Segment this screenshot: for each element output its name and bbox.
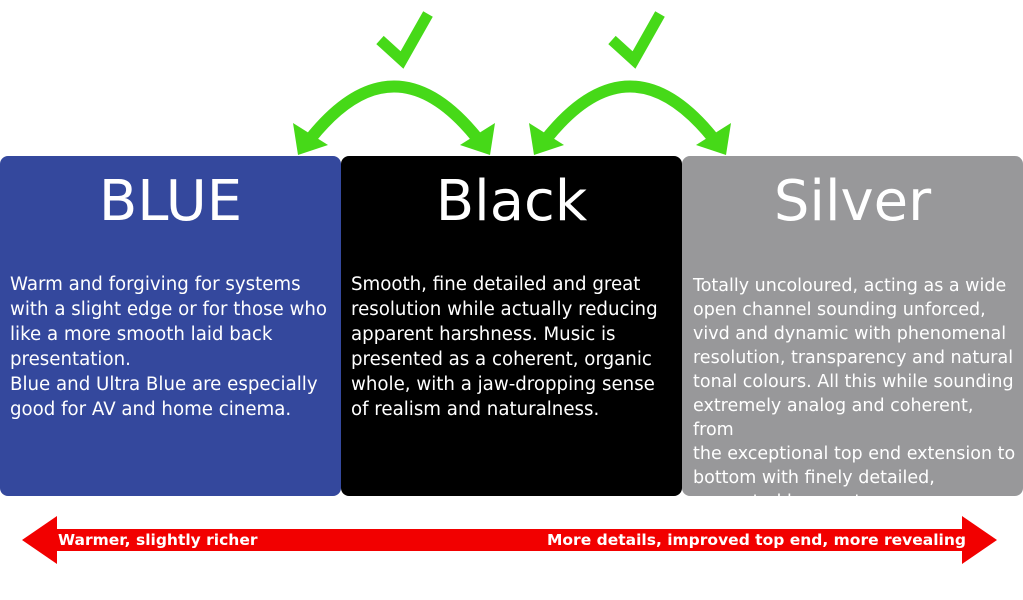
card-blue: BLUE Warm and forgiving for systems with… — [0, 156, 341, 496]
scale-label-warmer: Warmer, slightly richer — [58, 531, 258, 549]
warmth-detail-scale-arrow — [22, 516, 997, 564]
check-icon — [608, 11, 665, 69]
card-description-silver: Totally uncoloured, acting as a wide ope… — [693, 276, 1016, 512]
swap-arrows-diagram — [293, 11, 731, 155]
scale-label-more-details: More details, improved top end, more rev… — [546, 531, 966, 549]
swap-arrow-icon — [293, 80, 495, 155]
card-title-silver: Silver — [773, 169, 932, 234]
card-silver: Silver Totally uncoloured, acting as a w… — [682, 156, 1023, 512]
card-black: Black Smooth, fine detailed and great re… — [341, 156, 682, 496]
card-title-black: Black — [435, 169, 588, 234]
swap-arrow-icon — [529, 80, 731, 155]
card-description-blue: Warm and forgiving for systems with a sl… — [10, 274, 328, 420]
check-icon — [376, 11, 433, 69]
card-title-blue: BLUE — [98, 169, 243, 234]
card-description-black: Smooth, fine detailed and great resoluti… — [351, 274, 658, 420]
